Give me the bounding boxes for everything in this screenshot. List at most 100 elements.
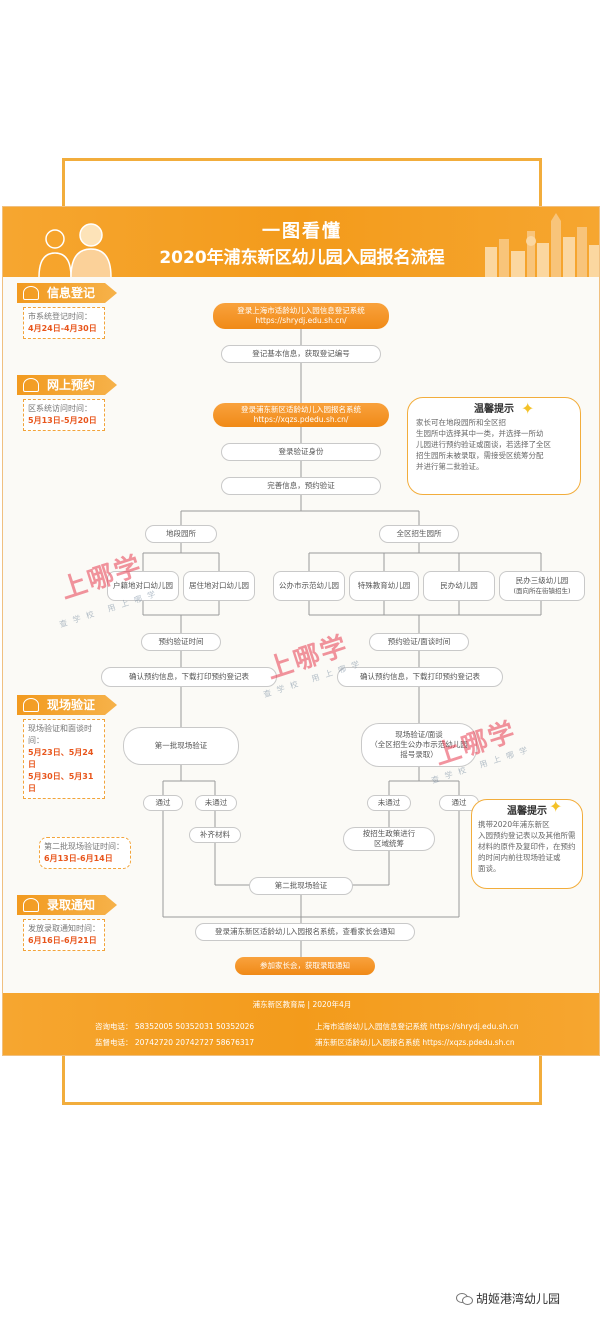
tip-line: 招生园所未被录取，需接受区统筹分配 xyxy=(416,451,544,460)
tip-line: 儿园进行预约验证或面谈，若选择了全区 xyxy=(416,440,551,449)
private-level3-kindergarten-node: 民办三级幼儿园 (面向所在街镇招生) xyxy=(499,571,585,601)
tip-line: 并进行第二批验证。 xyxy=(416,462,484,471)
private-kindergarten-node: 民办幼儿园 xyxy=(423,571,495,601)
node-text: 登录上海市适龄幼儿入园信息登记系统 xyxy=(237,306,365,315)
flowchart-poster: 一图看懂 2020年浦东新区幼儿园入园报名流程 xyxy=(2,206,600,1056)
appointment-time-right-node: 预约验证/面谈时间 xyxy=(369,633,469,651)
person-icon xyxy=(23,698,39,712)
flow-connectors xyxy=(142,329,542,957)
city-skyline-icon xyxy=(485,213,599,277)
brand-name: 胡姬港湾幼儿园 xyxy=(476,1292,561,1306)
section-tag-onsite-verification: 现场验证 xyxy=(17,695,117,715)
node-url: https://shrydj.edu.sh.cn/ xyxy=(255,316,347,325)
not-pass-right-node: 未通过 xyxy=(367,795,411,811)
wechat-icon xyxy=(456,1292,473,1305)
tip-line: 生园所中选择其中一类，并选择一所幼 xyxy=(416,429,544,438)
hukou-local-kindergarten-node: 户籍地对口幼儿园 xyxy=(107,571,179,601)
header-title-line2: 2020年浦东新区幼儿园入园报名流程 xyxy=(159,248,445,268)
section-tag-info-register: 信息登记 xyxy=(17,283,117,303)
supplement-materials-node: 补齐材料 xyxy=(189,827,241,843)
second-batch-time-box: 第二批现场验证时间： 6月13日-6月14日 xyxy=(39,837,131,869)
section-tag-online-appointment: 网上预约 xyxy=(17,375,117,395)
online-appointment-time-box: 区系统访问时间： 5月13日-5月20日 xyxy=(23,399,105,431)
onsite-verification-time-box: 现场验证和面谈时间： 5月23日、5月24日 5月30日、5月31日 xyxy=(23,719,105,799)
residence-local-kindergarten-node: 居住地对口幼儿园 xyxy=(183,571,255,601)
pass-left-node: 通过 xyxy=(143,795,183,811)
node-text: 现场验证/面谈 xyxy=(395,730,443,739)
section-tag-admission-notice: 录取通知 xyxy=(17,895,117,915)
wechat-brand: 胡姬港湾幼儿园 xyxy=(456,1290,560,1307)
section-label: 现场验证 xyxy=(47,698,96,712)
person-icon xyxy=(23,286,39,300)
node-text: 民办三级幼儿园 xyxy=(515,576,569,585)
time-value-2: 5月30日、5月31日 xyxy=(28,772,94,793)
person-icon xyxy=(23,898,39,912)
tip-line: 材料的原件及复印件，在预约 xyxy=(478,842,576,851)
register-basic-info-node: 登记基本信息，获取登记编号 xyxy=(221,345,381,363)
time-label: 市系统登记时间： xyxy=(28,312,92,321)
tip-line: 家长可在地段园所和全区招 xyxy=(416,418,506,427)
city-system-url: 上海市适龄幼儿入园信息登记系统 https://shrydj.edu.sh.cn xyxy=(315,1022,519,1031)
complete-info-node: 完善信息，预约验证 xyxy=(221,477,381,495)
time-value-1: 5月23日、5月24日 xyxy=(28,748,94,769)
node-text: 按招生政策进行 xyxy=(362,829,416,838)
supervise-numbers: 20742720 20742727 58676317 xyxy=(134,1038,255,1047)
parents-illustration-icon xyxy=(38,223,112,277)
confirm-appointment-right-node: 确认预约信息，下载打印预约登记表 xyxy=(337,667,503,687)
poster-header: 一图看懂 2020年浦东新区幼儿园入园报名流程 xyxy=(3,207,599,277)
pass-right-node: 通过 xyxy=(439,795,479,811)
tip-box-1: 温馨提示 家长可在地段园所和全区招 生园所中选择其中一类，并选择一所幼 儿园进行… xyxy=(407,397,581,495)
admission-notice-time-box: 发放录取通知时间： 6月16日-6月21日 xyxy=(23,919,105,951)
decorative-frame-top xyxy=(62,158,542,208)
policy-coordination-node: 按招生政策进行 区域统筹 xyxy=(343,827,435,851)
time-value: 4月24日-4月30日 xyxy=(28,324,97,333)
first-batch-verification-node: 第一批现场验证 xyxy=(123,727,239,765)
not-pass-left-node: 未通过 xyxy=(195,795,237,811)
tip-box-2: 温馨提示 携带2020年浦东新区 入园预约登记表以及其他所需 材料的原件及复印件… xyxy=(471,799,583,889)
tip-line: 携带2020年浦东新区 xyxy=(478,820,550,829)
node-text-2: （全区招生公办市示范幼儿园 xyxy=(370,740,468,749)
supervise-label: 监督电话： xyxy=(95,1038,133,1047)
local-school-node: 地段园所 xyxy=(145,525,217,543)
consult-numbers: 58352005 50352031 50352026 xyxy=(134,1022,255,1031)
decorative-frame-bottom xyxy=(62,1053,542,1105)
node-note: (面向所在街镇招生) xyxy=(513,587,571,595)
district-system-url: 浦东新区适龄幼儿入园报名系统 https://xqzs.pdedu.sh.cn xyxy=(315,1038,515,1047)
onsite-interview-node: 现场验证/面谈 （全区招生公办市示范幼儿园 摇号录取） xyxy=(361,723,477,767)
footer-header: 浦东新区教育局 | 2020年4月 xyxy=(252,1000,352,1009)
section-label: 网上预约 xyxy=(47,378,96,392)
node-text-2: 区域统筹 xyxy=(374,839,404,848)
login-view-notice-node: 登录浦东新区适龄幼儿入园报名系统，查看家长会通知 xyxy=(195,923,415,941)
time-label: 现场验证和面谈时间： xyxy=(28,724,92,745)
star-icon: ✦ xyxy=(549,797,563,816)
node-url: https://xqzs.pdedu.sh.cn/ xyxy=(253,415,349,424)
verify-identity-node: 登录验证身份 xyxy=(221,443,381,461)
tip-line: 入园预约登记表以及其他所需 xyxy=(478,831,576,840)
star-icon: ✦ xyxy=(521,399,535,418)
district-school-node: 全区招生园所 xyxy=(379,525,459,543)
person-icon xyxy=(23,378,39,392)
public-demo-kindergarten-node: 公办市示范幼儿园 xyxy=(273,571,345,601)
tip-line: 面谈。 xyxy=(478,864,501,873)
time-label: 第二批现场验证时间： xyxy=(44,842,124,851)
time-label: 发放录取通知时间： xyxy=(28,924,100,933)
confirm-appointment-left-node: 确认预约信息，下载打印预约登记表 xyxy=(101,667,277,687)
tip-line: 的时间内前往现场验证或 xyxy=(478,853,561,862)
node-text-3: 摇号录取） xyxy=(400,750,438,759)
time-value: 6月16日-6月21日 xyxy=(28,936,97,945)
appointment-time-left-node: 预约验证时间 xyxy=(141,633,221,651)
section-label: 信息登记 xyxy=(47,286,96,300)
header-title-line1: 一图看懂 xyxy=(262,221,342,242)
section-label: 录取通知 xyxy=(47,898,96,912)
special-education-kindergarten-node: 特殊教育幼儿园 xyxy=(349,571,419,601)
node-text: 登录浦东新区适龄幼儿入园报名系统 xyxy=(241,405,361,414)
time-value: 6月13日-6月14日 xyxy=(44,854,113,863)
consult-phone-row: 咨询电话： 58352005 50352031 50352026 xyxy=(95,1021,254,1032)
login-district-system-node: 登录浦东新区适龄幼儿入园报名系统 https://xqzs.pdedu.sh.c… xyxy=(213,403,389,427)
time-label: 区系统访问时间： xyxy=(28,404,92,413)
info-register-time-box: 市系统登记时间： 4月24日-4月30日 xyxy=(23,307,105,339)
tip-title: 温馨提示 xyxy=(507,806,547,817)
second-batch-verification-node: 第二批现场验证 xyxy=(249,877,353,895)
tip-title: 温馨提示 xyxy=(474,404,514,415)
login-city-system-node: 登录上海市适龄幼儿入园信息登记系统 https://shrydj.edu.sh.… xyxy=(213,303,389,329)
